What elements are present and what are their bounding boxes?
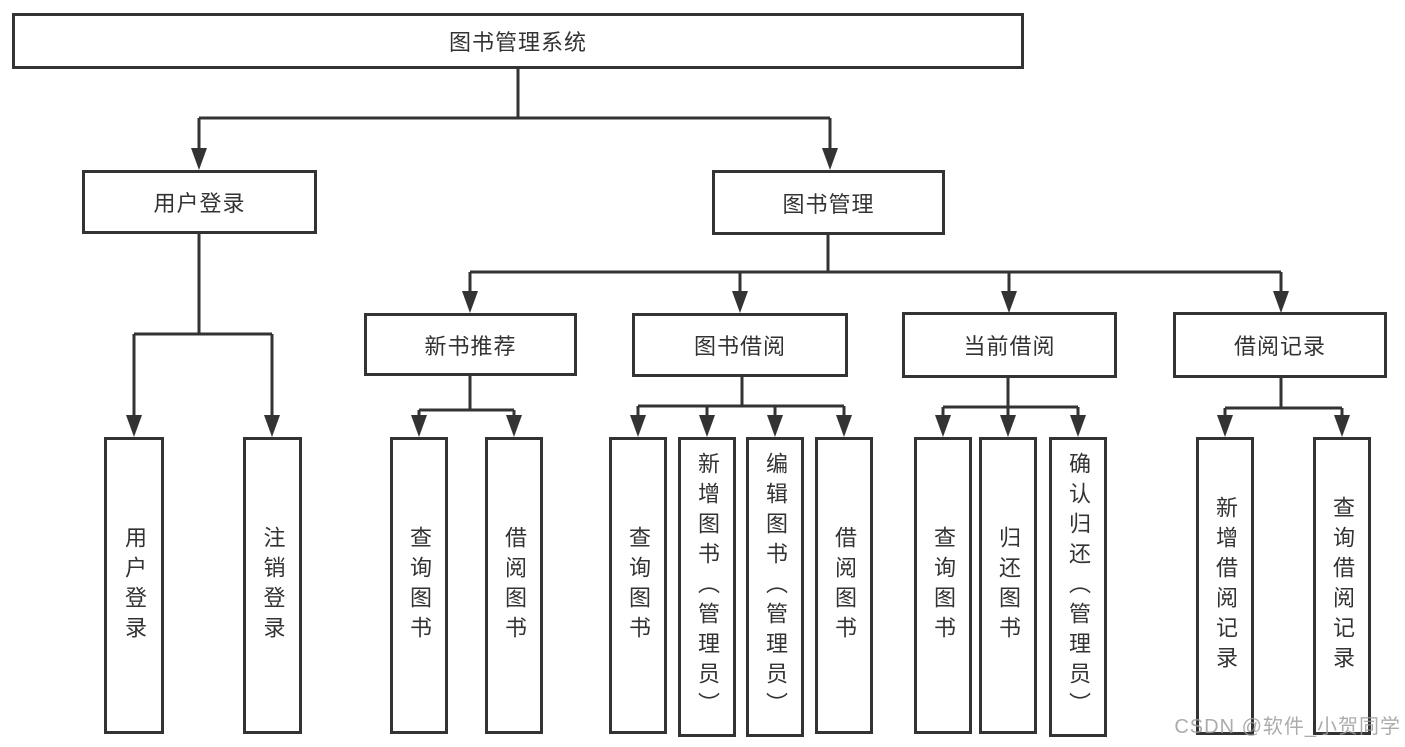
node-label: 借阅图书 — [832, 525, 857, 646]
node-book-management: 图书管理 — [712, 170, 945, 235]
node-label: 当前借阅 — [963, 334, 1056, 359]
node-label: 新书推荐 — [424, 333, 517, 359]
leaf-query-book-recommend: 查询图书 — [390, 437, 448, 734]
node-new-book-recommend: 新书推荐 — [364, 313, 577, 376]
node-label: 查询图书 — [626, 525, 651, 646]
node-label: 图书管理 — [782, 191, 875, 217]
node-label: 归还图书 — [996, 525, 1021, 646]
node-label: 查询图书 — [407, 525, 432, 646]
node-label: 图书借阅 — [693, 334, 786, 359]
node-label: 图书管理系统 — [448, 30, 587, 55]
leaf-add-borrow-record: 新增借阅记录 — [1196, 437, 1254, 735]
leaf-add-book-admin: 新增图书（管理员） — [678, 437, 736, 737]
leaf-borrow-book: 借阅图书 — [815, 437, 873, 734]
node-label: 用户登录 — [153, 191, 246, 216]
node-label: 借阅图书 — [502, 525, 527, 646]
node-user-login: 用户登录 — [82, 170, 317, 234]
leaf-borrow-book-recommend: 借阅图书 — [485, 437, 543, 734]
leaf-user-login: 用户登录 — [104, 437, 164, 734]
leaf-confirm-return-admin: 确认归还（管理员） — [1049, 437, 1107, 737]
leaf-return-book: 归还图书 — [979, 437, 1037, 734]
node-current-borrowing: 当前借阅 — [902, 312, 1117, 378]
node-label: 借阅记录 — [1233, 334, 1326, 359]
node-book-borrowing: 图书借阅 — [632, 313, 848, 377]
watermark: CSDN @软件_小贺同学 — [1174, 716, 1401, 738]
node-label: 编辑图书（管理员） — [763, 452, 788, 722]
node-label: 查询借阅记录 — [1330, 496, 1355, 676]
node-label: 查询图书 — [931, 525, 956, 646]
leaf-query-borrow-record: 查询借阅记录 — [1313, 437, 1371, 735]
node-label: 确认归还（管理员） — [1066, 452, 1091, 722]
node-borrow-records: 借阅记录 — [1173, 312, 1387, 378]
leaf-query-book-current: 查询图书 — [914, 437, 972, 734]
node-system-root: 图书管理系统 — [12, 13, 1024, 69]
node-label: 用户登录 — [122, 525, 147, 646]
leaf-edit-book-admin: 编辑图书（管理员） — [746, 437, 804, 737]
node-label: 新增图书（管理员） — [695, 452, 720, 722]
node-label: 注销登录 — [260, 525, 286, 646]
node-label: 新增借阅记录 — [1213, 496, 1238, 676]
leaf-query-book-borrow: 查询图书 — [609, 437, 667, 734]
leaf-logout: 注销登录 — [243, 437, 302, 734]
